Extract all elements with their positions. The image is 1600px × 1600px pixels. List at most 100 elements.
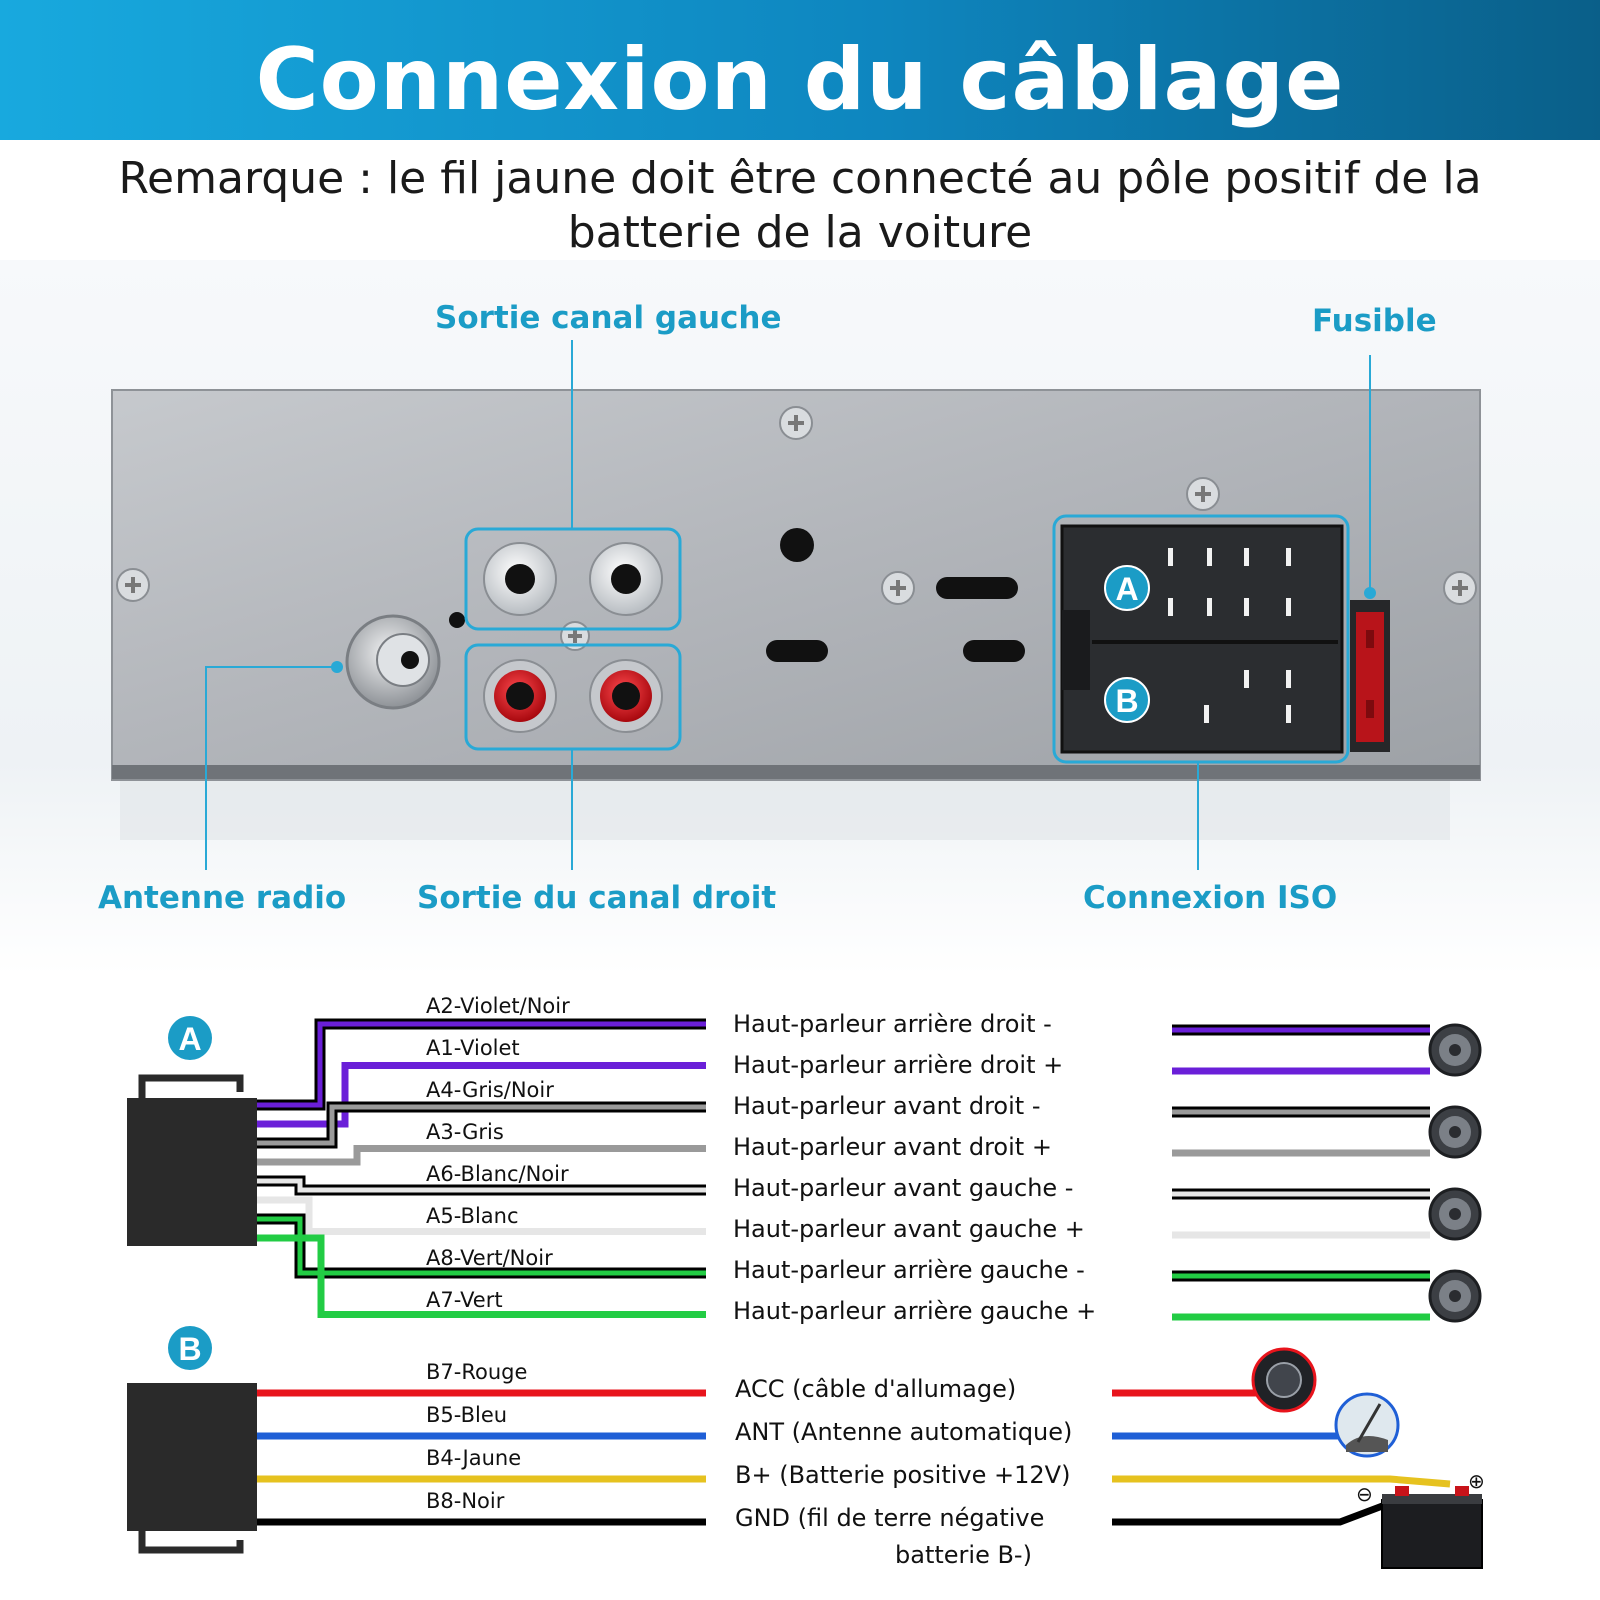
panel-hole <box>780 528 814 562</box>
speaker-icon <box>1428 1023 1482 1077</box>
car-battery-icon <box>1381 1486 1483 1569</box>
connector-a-wires <box>257 1018 706 1318</box>
connector-a-badge: A <box>168 1016 212 1060</box>
iso-connector <box>1060 524 1344 754</box>
function-label: GND (fil de terre négative <box>735 1504 1045 1532</box>
car-antenna-icon <box>1334 1392 1400 1458</box>
function-label: ACC (câble d'allumage) <box>735 1375 1017 1403</box>
rca-white-jack <box>483 542 557 616</box>
right-channel-highlight <box>464 643 682 751</box>
function-label: Haut-parleur arrière droit + <box>733 1051 1064 1079</box>
battery-terminal <box>1455 1486 1469 1496</box>
antenna-mast <box>1356 1403 1382 1443</box>
wire-label: A3-Gris <box>426 1120 504 1144</box>
wire-label: B4-Jaune <box>426 1446 522 1470</box>
battery-body <box>1381 1499 1483 1569</box>
iso-badge-b: B <box>1104 677 1150 723</box>
wire-label: A6-Blanc/Noir <box>426 1162 569 1186</box>
connector-b-wires <box>257 1389 706 1526</box>
ignition-button-icon <box>1251 1347 1317 1413</box>
screw-icon <box>1443 571 1477 605</box>
iso-highlight <box>1052 514 1350 764</box>
wire-label: A7-Vert <box>426 1288 503 1312</box>
callout-fuse: Fusible <box>1312 303 1437 339</box>
function-label: Haut-parleur arrière gauche - <box>733 1256 1085 1284</box>
speaker-icon <box>1428 1187 1482 1241</box>
screw-icon <box>116 568 150 602</box>
wire <box>257 1062 706 1128</box>
function-label: Haut-parleur avant droit + <box>733 1133 1052 1161</box>
function-label: Haut-parleur avant droit - <box>733 1092 1041 1120</box>
wire <box>257 1216 706 1276</box>
wire-label: B7-Rouge <box>426 1360 528 1384</box>
wire-label: A5-Blanc <box>426 1204 519 1228</box>
wire-label: A1-Violet <box>426 1036 520 1060</box>
rca-white-jack <box>589 542 663 616</box>
header-banner: Connexion du câblage <box>0 0 1600 140</box>
right-side-devices <box>1112 1023 1483 1569</box>
panel-slot <box>766 640 828 662</box>
wire <box>257 1196 706 1235</box>
svg-text:B: B <box>1115 683 1138 719</box>
speaker-icon <box>1428 1269 1482 1323</box>
speaker-icon <box>1428 1105 1482 1159</box>
panel-bottom-edge <box>112 765 1480 779</box>
wire <box>257 1145 706 1166</box>
function-label-line2: batterie B-) <box>895 1541 1032 1569</box>
function-label: Haut-parleur avant gauche + <box>733 1215 1085 1243</box>
wire <box>1112 1475 1451 1488</box>
radio-rear-panel: A B <box>111 340 1481 870</box>
wire-label: A8-Vert/Noir <box>426 1246 553 1270</box>
speaker-center <box>1449 1290 1461 1302</box>
callout-iso: Connexion ISO <box>1083 880 1338 916</box>
function-label: ANT (Antenne automatique) <box>735 1418 1073 1446</box>
connector-a-body <box>127 1074 257 1246</box>
wire-label: A4-Gris/Noir <box>426 1078 554 1102</box>
antenna-jack <box>345 614 441 710</box>
battery-minus-icon: ⊖ <box>1356 1482 1373 1506</box>
fuse <box>1350 600 1390 752</box>
speaker-center <box>1449 1126 1461 1138</box>
speaker-center <box>1449 1208 1461 1220</box>
panel-reflection <box>120 780 1450 840</box>
function-label: Haut-parleur arrière gauche + <box>733 1297 1097 1325</box>
battery-terminal <box>1395 1486 1409 1496</box>
antenna-base <box>1346 1436 1388 1452</box>
screw-icon <box>1186 477 1220 511</box>
wire-label: B5-Bleu <box>426 1403 508 1427</box>
wire-label: A2-Violet/Noir <box>426 994 570 1018</box>
wire <box>257 1104 706 1146</box>
callout-antenna: Antenne radio <box>98 880 347 916</box>
callout-lines <box>205 340 1371 870</box>
wire <box>1112 1501 1387 1526</box>
callout-left-channel: Sortie canal gauche <box>435 300 782 336</box>
function-label: Haut-parleur arrière droit - <box>733 1010 1052 1038</box>
speaker-center <box>1449 1044 1461 1056</box>
panel-hole <box>449 612 465 628</box>
screw-icon <box>779 406 813 440</box>
wire <box>257 1234 706 1318</box>
battery-top <box>1382 1494 1482 1504</box>
wire <box>257 1021 706 1108</box>
function-label: Haut-parleur avant gauche - <box>733 1174 1074 1202</box>
screw-icon <box>881 571 915 605</box>
ignition-center <box>1266 1362 1302 1398</box>
connector-b-badge: B <box>168 1326 212 1370</box>
rca-red-jack <box>589 659 663 733</box>
callout-dot <box>1364 587 1376 599</box>
function-label: B+ (Batterie positive +12V) <box>735 1461 1071 1489</box>
connector-b-body <box>127 1383 257 1554</box>
left-channel-highlight <box>464 527 682 631</box>
page-title: Connexion du câblage <box>255 30 1345 130</box>
badge-a-text: A <box>178 1021 201 1057</box>
callout-right-channel: Sortie du canal droit <box>417 880 777 916</box>
panel-slot <box>963 640 1025 662</box>
note-text: Remarque : le fil jaune doit être connec… <box>118 153 1482 258</box>
badge-b-text: B <box>178 1331 201 1367</box>
battery-plus-icon: ⊕ <box>1468 1469 1485 1493</box>
iso-badge-a: A <box>1104 565 1150 611</box>
panel-slot <box>936 577 1018 599</box>
wire <box>257 1178 706 1193</box>
callout-dot <box>331 661 343 673</box>
